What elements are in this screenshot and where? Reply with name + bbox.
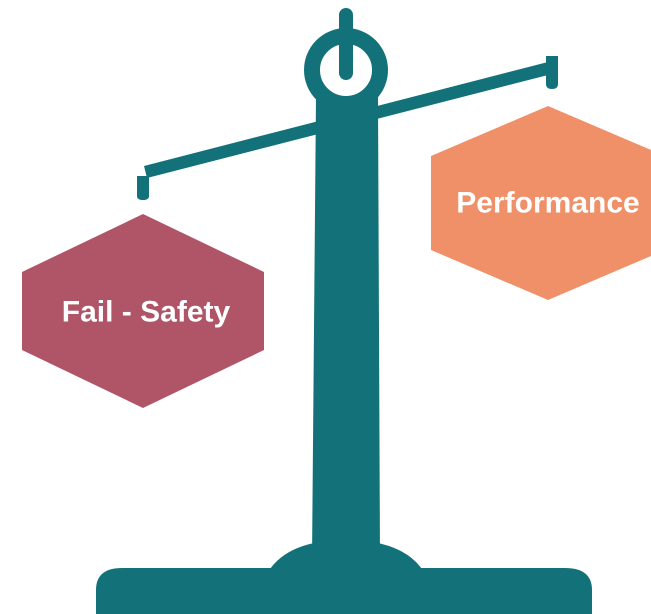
right-pan-label: Performance: [456, 187, 639, 220]
scale-pillar: [312, 96, 380, 560]
left-pan-label: Fail - Safety: [62, 296, 231, 329]
scale-base: [96, 568, 592, 614]
left-pan: Fail - Safety: [22, 214, 264, 408]
pivot-finial: [339, 8, 353, 80]
left-hook: [137, 176, 149, 200]
right-pan: Performance: [431, 106, 651, 300]
left-pan-hexagon: [22, 214, 264, 408]
right-pan-hexagon: [431, 106, 651, 300]
scale-beam: [144, 62, 552, 178]
right-hook: [546, 56, 558, 89]
